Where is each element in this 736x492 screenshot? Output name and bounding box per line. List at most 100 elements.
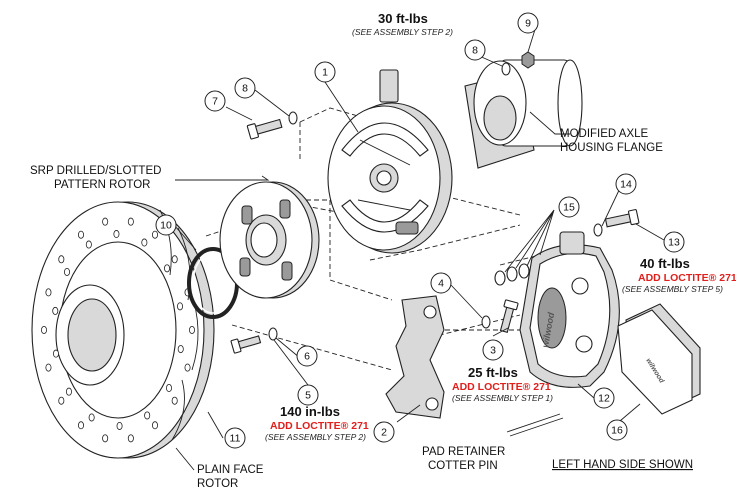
callout-circle	[314, 61, 336, 83]
caliper: wilwood	[519, 231, 620, 388]
part-callout-7: 7	[204, 90, 226, 112]
axle-flange-label-line2: HOUSING FLANGE	[560, 142, 663, 154]
callout-circle	[430, 272, 452, 294]
callout-number: 15	[563, 202, 575, 214]
rotor-hole	[151, 421, 158, 430]
torque-30-note: (SEE ASSEMBLY STEP 2)	[352, 27, 453, 37]
part-callout-10: 10	[155, 214, 177, 236]
callout-number: 8	[242, 83, 248, 95]
rotor-hole	[64, 267, 71, 276]
rotor-hole	[171, 396, 178, 405]
part-callout-14: 14	[615, 173, 637, 195]
callout-number: 16	[611, 425, 623, 437]
callout-circle	[593, 387, 615, 409]
hardware	[230, 51, 640, 354]
rotor-srp-label-line1: SRP DRILLED/SLOTTED	[30, 165, 161, 177]
hub-adapter	[219, 181, 320, 299]
hand-side-label: LEFT HAND SIDE SHOWN	[552, 459, 693, 471]
rotor-hole	[141, 238, 148, 247]
callout-number: 1	[322, 67, 328, 79]
cotter-pin-label-line1: PAD RETAINER	[422, 446, 505, 458]
rotor-hole	[52, 306, 59, 315]
callout-number: 10	[160, 220, 172, 232]
rotor-hole	[177, 345, 184, 354]
cotter-pin	[506, 413, 564, 437]
callout-number: 6	[304, 351, 310, 363]
rotor-hole	[188, 325, 195, 334]
rotor-hole	[113, 230, 120, 239]
callout-circle	[296, 345, 318, 367]
callout-circle	[663, 231, 685, 253]
rotor-hole	[102, 217, 109, 226]
cotter-pin-label-line2: COTTER PIN	[428, 460, 498, 472]
callout-circle	[297, 384, 319, 406]
torque-140-loctite: ADD LOCTITE® 271	[270, 420, 369, 432]
leader-lines	[173, 22, 665, 471]
callout-circle	[615, 173, 637, 195]
rotor-hole	[85, 240, 92, 249]
part-callout-8: 8	[464, 39, 486, 61]
rotor-hole	[151, 230, 158, 239]
rotor-hole	[164, 264, 171, 273]
torque-25-loctite: ADD LOCTITE® 271	[452, 381, 551, 393]
rotor-hole	[127, 434, 134, 443]
callout-number: 8	[472, 45, 478, 57]
rotor-srp-label-line2: PATTERN ROTOR	[54, 179, 150, 191]
parking-brake-assembly	[327, 69, 453, 254]
rotor-hole	[58, 255, 65, 264]
part-callout-11: 11	[224, 427, 246, 449]
rotor-hole	[116, 421, 123, 430]
rotor-hole	[144, 411, 151, 420]
part-callout-12: 12	[593, 387, 615, 409]
callout-circle	[204, 90, 226, 112]
torque-140-note: (SEE ASSEMBLY STEP 2)	[265, 432, 366, 442]
axle-housing-flange	[464, 59, 583, 169]
part-callout-15: 15	[558, 196, 580, 218]
callout-number: 2	[381, 427, 387, 439]
rotor-hole	[88, 413, 95, 422]
callout-circle	[373, 421, 395, 443]
part-callout-6: 6	[296, 345, 318, 367]
callout-number: 13	[668, 237, 680, 249]
callout-circle	[558, 196, 580, 218]
rotor-hole	[177, 302, 184, 311]
part-callout-2: 2	[373, 421, 395, 443]
torque-140-value: 140 in-lbs	[280, 404, 340, 419]
part-callout-13: 13	[663, 231, 685, 253]
torque-40-note: (SEE ASSEMBLY STEP 5)	[622, 284, 723, 294]
rotor-hole	[184, 363, 191, 372]
callout-circle	[224, 427, 246, 449]
callout-number: 9	[525, 18, 531, 30]
part-callout-1: 1	[314, 61, 336, 83]
callout-number: 12	[598, 393, 610, 405]
part-callout-8: 8	[234, 77, 256, 99]
rotor-hole	[41, 325, 48, 334]
axle-flange-label-line1: MODIFIED AXLE	[560, 128, 649, 140]
rotor-plain-label-line1: PLAIN FACE	[197, 464, 264, 476]
part-callout-4: 4	[430, 272, 452, 294]
callout-circle	[517, 12, 539, 34]
callout-circle	[606, 419, 628, 441]
callout-number: 4	[438, 278, 444, 290]
rotor-hole	[52, 349, 59, 358]
rotor-plain-label-line2: ROTOR	[197, 478, 238, 490]
rotor-hole	[65, 387, 72, 396]
rotor-hole	[58, 396, 65, 405]
part-callout-9: 9	[517, 12, 539, 34]
torque-30-value: 30 ft-lbs	[378, 11, 428, 26]
part-callout-16: 16	[606, 419, 628, 441]
callout-number: 11	[230, 433, 241, 445]
caliper-bracket	[385, 295, 445, 419]
rotor-hole	[102, 434, 109, 443]
rotor-hole	[165, 384, 172, 393]
callout-number: 14	[620, 179, 632, 191]
rotor-drill-holes	[41, 217, 195, 443]
torque-40-loctite: ADD LOCTITE® 271	[638, 272, 736, 284]
callout-circle	[482, 339, 504, 361]
rotor-hole	[171, 255, 178, 264]
callout-number: 7	[212, 96, 218, 108]
part-callout-5: 5	[297, 384, 319, 406]
rotor-hole	[45, 288, 52, 297]
